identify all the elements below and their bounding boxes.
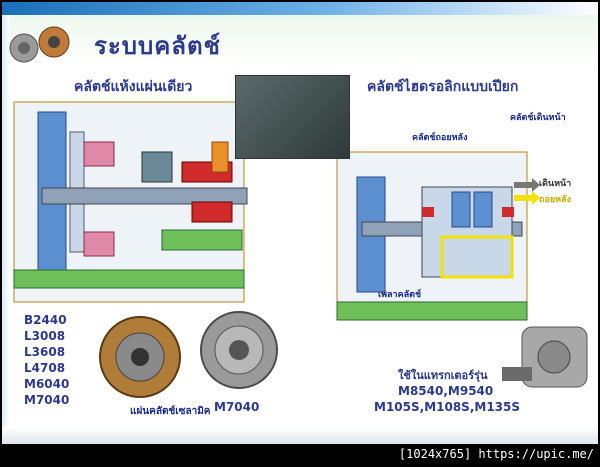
- model-item: L3008: [24, 329, 66, 343]
- label-forward-clutch: คลัตช์เดินหน้า: [510, 113, 566, 123]
- watermark-bar: [1024x765] https://upic.me/: [0, 444, 600, 467]
- model-item: L3608: [24, 345, 66, 359]
- slide: ระบบคลัตช์ คลัตช์แห้งแผ่นเดียว คลัตช์ไฮด…: [2, 2, 598, 444]
- model-item: M6040: [24, 377, 70, 391]
- wet-models-line-2: M105S,M108S,M135S: [374, 400, 521, 414]
- model-item: M7040: [24, 393, 70, 407]
- label-clutch-shaft: เพลาคลัตช์: [378, 290, 422, 300]
- wet-clutch-heading: คลัตช์ไฮดรอลิกแบบเปียก: [367, 79, 519, 95]
- label-forward: เดินหน้า: [539, 179, 572, 189]
- slide-top-bar: [2, 2, 598, 15]
- used-in-caption: ใช้ในแทรกเตอร์รุ่น: [398, 369, 488, 382]
- slide-illustrations: [9, 26, 588, 442]
- title-band: [2, 15, 598, 67]
- model-item: B2440: [24, 313, 67, 327]
- pressure-plate-caption: M7040: [214, 400, 260, 414]
- slide-footer: [2, 427, 598, 444]
- pressure-plate: [200, 311, 278, 389]
- ceramic-disc-caption: แผ่นคลัตช์เซลามิค: [130, 406, 211, 417]
- wet-models-line-1: M8540,M9540: [398, 384, 494, 398]
- label-reverse-clutch: คลัตช์ถอยหลัง: [412, 133, 468, 143]
- wet-clutch-diagram: [336, 151, 540, 321]
- clutch-thumbnail-1: [9, 33, 39, 63]
- slide-title: ระบบคลัตช์: [94, 31, 221, 60]
- clutch-pedal-photo: [235, 75, 350, 159]
- model-item: L4708: [24, 361, 66, 375]
- ceramic-clutch-disc: [99, 316, 181, 398]
- label-reverse: ถอยหลัง: [539, 195, 571, 205]
- clutch-thumbnail-2: [38, 26, 70, 58]
- left-decor-strip: [2, 15, 10, 444]
- dry-clutch-models: B2440 L3008 L3608 L4708 M6040 M7040: [24, 312, 69, 408]
- dry-clutch-heading: คลัตช์แห้งแผ่นเดียว: [74, 79, 193, 95]
- watermark-text: [1024x765] https://upic.me/: [398, 447, 594, 461]
- wet-clutch-assembly-photo: [502, 326, 588, 388]
- dry-clutch-diagram: [13, 101, 248, 303]
